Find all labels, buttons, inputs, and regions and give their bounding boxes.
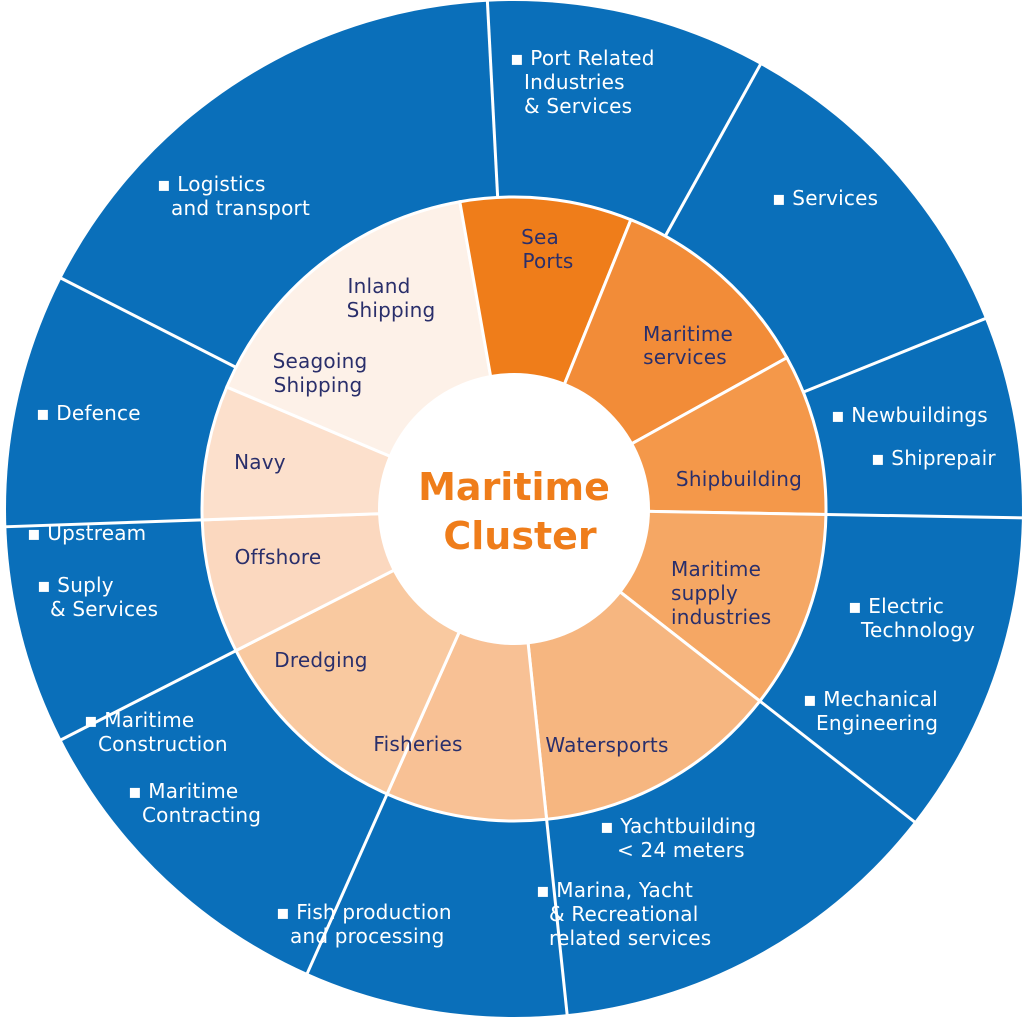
svg-text:Navy: Navy — [234, 450, 286, 474]
svg-text:▪ Yachtbuilding: ▪ Yachtbuilding — [600, 814, 756, 838]
svg-text:Seagoing: Seagoing — [273, 349, 368, 373]
svg-text:Industries: Industries — [524, 70, 625, 94]
inner-label-navy: Navy — [234, 450, 286, 474]
svg-text:▪ Logistics: ▪ Logistics — [157, 172, 266, 196]
svg-text:Fisheries: Fisheries — [373, 732, 462, 756]
svg-text:▪ Defence: ▪ Defence — [36, 401, 141, 425]
center-subtitle: Cluster — [443, 514, 597, 558]
outer-divider-2 — [663, 58, 765, 237]
inner-label-offshore: Offshore — [235, 545, 322, 569]
outer-label-fish: ▪ Fish production and processing — [276, 900, 452, 948]
outer-label-yacht: ▪ Yachtbuilding < 24 meters ▪ Marina, Ya… — [536, 814, 756, 950]
inner-label-shipbuilding: Shipbuilding — [676, 467, 802, 491]
svg-text:Shipbuilding: Shipbuilding — [676, 467, 802, 491]
svg-text:Engineering: Engineering — [816, 711, 938, 735]
center-title: Maritime — [418, 465, 610, 509]
svg-text:▪ Fish production: ▪ Fish production — [276, 900, 452, 924]
inner-label-shipping: Inland Shipping Seagoing Shipping — [273, 274, 436, 397]
svg-text:& Recreational: & Recreational — [549, 902, 699, 926]
svg-text:Maritime: Maritime — [671, 557, 761, 581]
svg-text:Contracting: Contracting — [142, 803, 261, 827]
svg-text:Shipping: Shipping — [274, 373, 363, 397]
inner-label-sea-ports: Sea Ports — [521, 225, 573, 273]
inner-label-maritime-services: Maritime services — [643, 322, 733, 369]
inner-label-fisheries: Fisheries — [373, 732, 462, 756]
svg-text:Ports: Ports — [522, 249, 573, 273]
svg-text:▪ Port Related: ▪ Port Related — [510, 46, 655, 70]
outer-label-shipbuilding: ▪ Newbuildings ▪ Shiprepair — [831, 403, 996, 470]
svg-text:Sea: Sea — [521, 225, 559, 249]
svg-text:Technology: Technology — [860, 618, 975, 642]
svg-text:▪ Marina, Yacht: ▪ Marina, Yacht — [536, 878, 693, 902]
svg-text:Construction: Construction — [98, 732, 228, 756]
svg-text:▪ Maritime: ▪ Maritime — [84, 708, 194, 732]
outer-divider-9 — [0, 518, 203, 529]
svg-text:Offshore: Offshore — [235, 545, 322, 569]
svg-text:< 24 meters: < 24 meters — [617, 838, 745, 862]
svg-text:related services: related services — [549, 926, 711, 950]
svg-text:supply: supply — [671, 581, 738, 605]
outer-label-construction: ▪ Maritime Construction ▪ Maritime Contr… — [84, 708, 261, 827]
svg-text:▪ Suply: ▪ Suply — [37, 573, 114, 597]
outer-label-offshore: ▪ Upstream ▪ Suply & Services — [27, 521, 158, 621]
svg-text:Shipping: Shipping — [347, 298, 436, 322]
inner-label-dredging: Dredging — [274, 648, 367, 672]
svg-text:▪ Newbuildings: ▪ Newbuildings — [831, 403, 988, 427]
svg-text:Maritime: Maritime — [643, 322, 733, 346]
outer-divider-1 — [485, 0, 500, 198]
outer-divider-8 — [55, 649, 237, 744]
svg-text:▪ Services: ▪ Services — [772, 186, 878, 210]
outer-label-port-related: ▪ Port Related Industries & Services — [510, 46, 655, 118]
outer-label-defence: ▪ Defence — [36, 401, 141, 425]
inner-label-watersports: Watersports — [545, 733, 668, 757]
outer-label-logistics: ▪ Logistics and transport — [157, 172, 310, 220]
svg-text:▪ Mechanical: ▪ Mechanical — [803, 687, 938, 711]
svg-text:▪ Upstream: ▪ Upstream — [27, 521, 146, 545]
outer-divider-7 — [303, 793, 389, 980]
svg-text:services: services — [643, 345, 727, 369]
outer-label-services: ▪ Services — [772, 186, 878, 210]
outer-divider-3 — [802, 315, 992, 394]
svg-text:Watersports: Watersports — [545, 733, 668, 757]
svg-text:▪ Maritime: ▪ Maritime — [128, 779, 238, 803]
outer-label-supply: ▪ Electric Technology ▪ Mechanical Engin… — [803, 594, 975, 735]
svg-text:▪ Shiprepair: ▪ Shiprepair — [871, 446, 996, 470]
outer-divider-4 — [825, 512, 1024, 520]
svg-text:▪ Electric: ▪ Electric — [848, 594, 944, 618]
svg-text:and transport: and transport — [171, 196, 310, 220]
inner-label-maritime-supply: Maritime supply industries — [671, 557, 771, 629]
outer-divider-6 — [545, 819, 570, 1021]
labels: Maritime Cluster Sea Ports Maritime serv… — [27, 46, 996, 950]
svg-text:and processing: and processing — [290, 924, 445, 948]
svg-text:& Services: & Services — [524, 94, 632, 118]
svg-text:& Services: & Services — [50, 597, 158, 621]
svg-text:Dredging: Dredging — [274, 648, 367, 672]
svg-text:industries: industries — [671, 605, 771, 629]
outer-divider-10 — [55, 274, 237, 369]
svg-text:Inland: Inland — [348, 274, 411, 298]
outer-divider-5 — [758, 699, 920, 827]
center-disc — [378, 373, 650, 645]
